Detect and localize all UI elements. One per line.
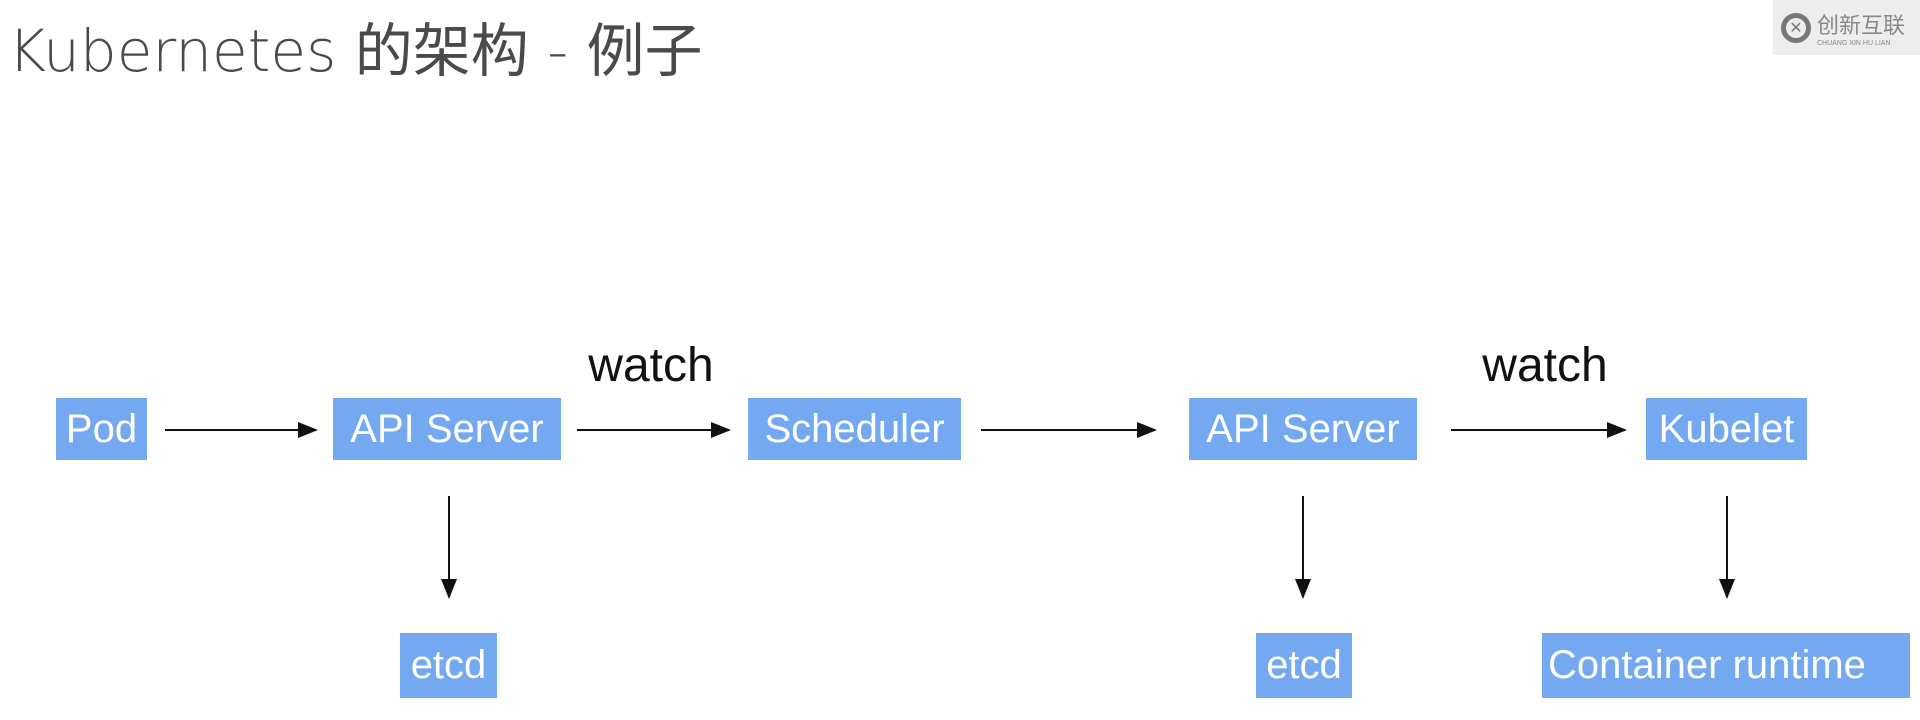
- node-scheduler: Scheduler: [748, 398, 961, 460]
- node-container-runtime: Container runtime: [1542, 633, 1910, 698]
- watermark-cn: 创新互联: [1817, 14, 1906, 39]
- chuangxin-logo-icon: ✕: [1781, 12, 1811, 43]
- edge-label-watch-1: watch: [588, 339, 714, 392]
- page-title: Kubernetes 的架构 - 例子: [8, 17, 703, 85]
- node-etcd-2: etcd: [1256, 633, 1352, 698]
- node-pod: Pod: [56, 398, 147, 460]
- edge-label-watch-2: watch: [1482, 339, 1608, 392]
- node-api-server-2: API Server: [1189, 398, 1417, 460]
- node-etcd-1: etcd: [400, 633, 497, 698]
- watermark-en: CHUANG XIN HU LIAN: [1817, 40, 1891, 47]
- node-kubelet: Kubelet: [1646, 398, 1807, 460]
- watermark: ✕ 创新互联 CHUANG XIN HU LIAN: [1773, 0, 1920, 55]
- node-api-server-1: API Server: [333, 398, 561, 460]
